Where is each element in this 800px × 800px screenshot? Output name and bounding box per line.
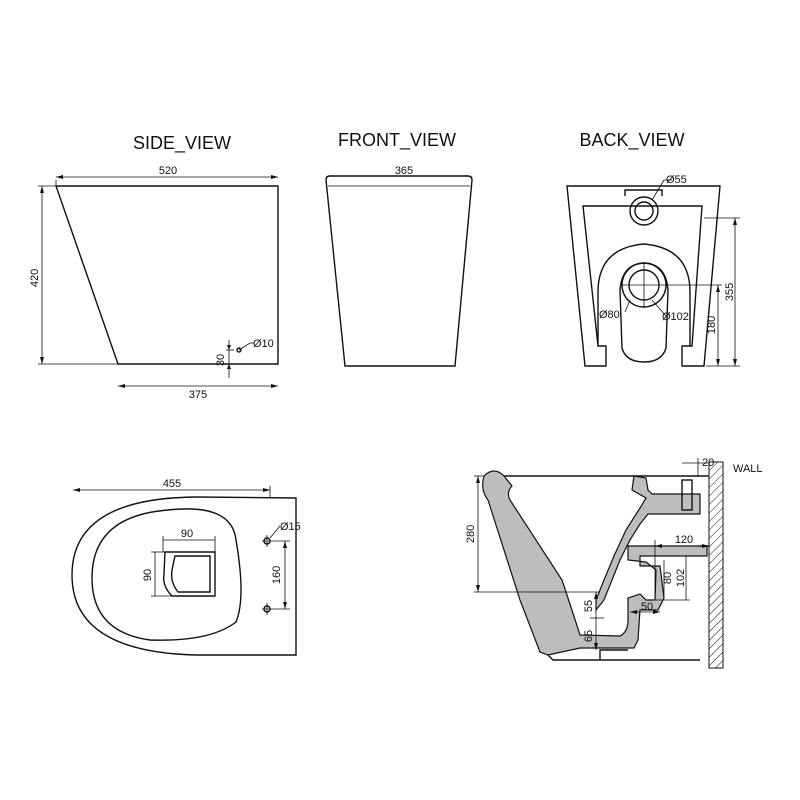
top-view: 455 90 90 Ø15 160 [71,478,301,656]
back-inlet-inner [634,201,654,221]
back-outlet-height-dim: 180 [706,316,718,334]
wall-hatch [708,461,724,669]
back-outlet-outer-dim: Ø102 [662,311,689,323]
front-view-title: FRONT_VIEW [338,130,456,151]
front-width-dim: 365 [395,165,413,177]
section-wall-gap-dim: 20 [702,457,714,469]
section-bowl-ceramic [482,470,708,656]
section-view: WALL 20 280 120 80 102 [465,457,763,669]
back-body-outline [566,185,721,367]
back-view-title: BACK_VIEW [579,130,684,151]
top-bowl-outline [91,508,242,641]
side-width-dim: 520 [159,165,177,177]
back-view: BACK_VIEW Ø55 Ø80 Ø102 355 [566,130,740,367]
section-outlet-b-dim: 102 [675,569,687,587]
back-inlet-dim: Ø55 [666,174,687,186]
section-outlet-a-dim: 80 [662,572,674,584]
side-view: SIDE_VIEW 520 420 375 Ø10 30 [29,133,279,401]
side-base-dim: 375 [189,389,207,401]
front-body-outline [325,175,473,367]
section-outlet-len-dim: 50 [641,601,653,613]
top-seat-width-dim: 90 [181,528,193,540]
section-rear-ceramic [595,475,701,612]
front-view: FRONT_VIEW 365 [325,130,473,367]
top-seat-height-dim: 90 [142,569,154,581]
back-inlet-outer [629,196,659,226]
section-trap-b-dim: 65 [583,630,595,642]
top-length-dim: 455 [163,478,181,490]
side-view-title: SIDE_VIEW [133,133,231,154]
section-trap-a-dim: 55 [583,600,595,612]
section-outlet-depth-dim: 120 [675,534,693,546]
top-body-outline [71,496,297,656]
side-body-outline [55,185,279,365]
side-hole-dim: Ø10 [253,338,274,350]
top-fix-hole-dim: Ø15 [280,521,301,533]
section-inlet [681,479,693,511]
top-hole-spacing-dim: 160 [271,566,283,584]
side-hole-height-dim: 30 [215,354,227,366]
side-height-dim: 420 [29,269,41,287]
section-height-dim: 280 [465,525,477,543]
back-height-dim: 355 [724,283,736,301]
side-hole [236,347,242,353]
wall-label: WALL [733,463,763,475]
back-outlet-inner-dim: Ø80 [599,309,620,321]
